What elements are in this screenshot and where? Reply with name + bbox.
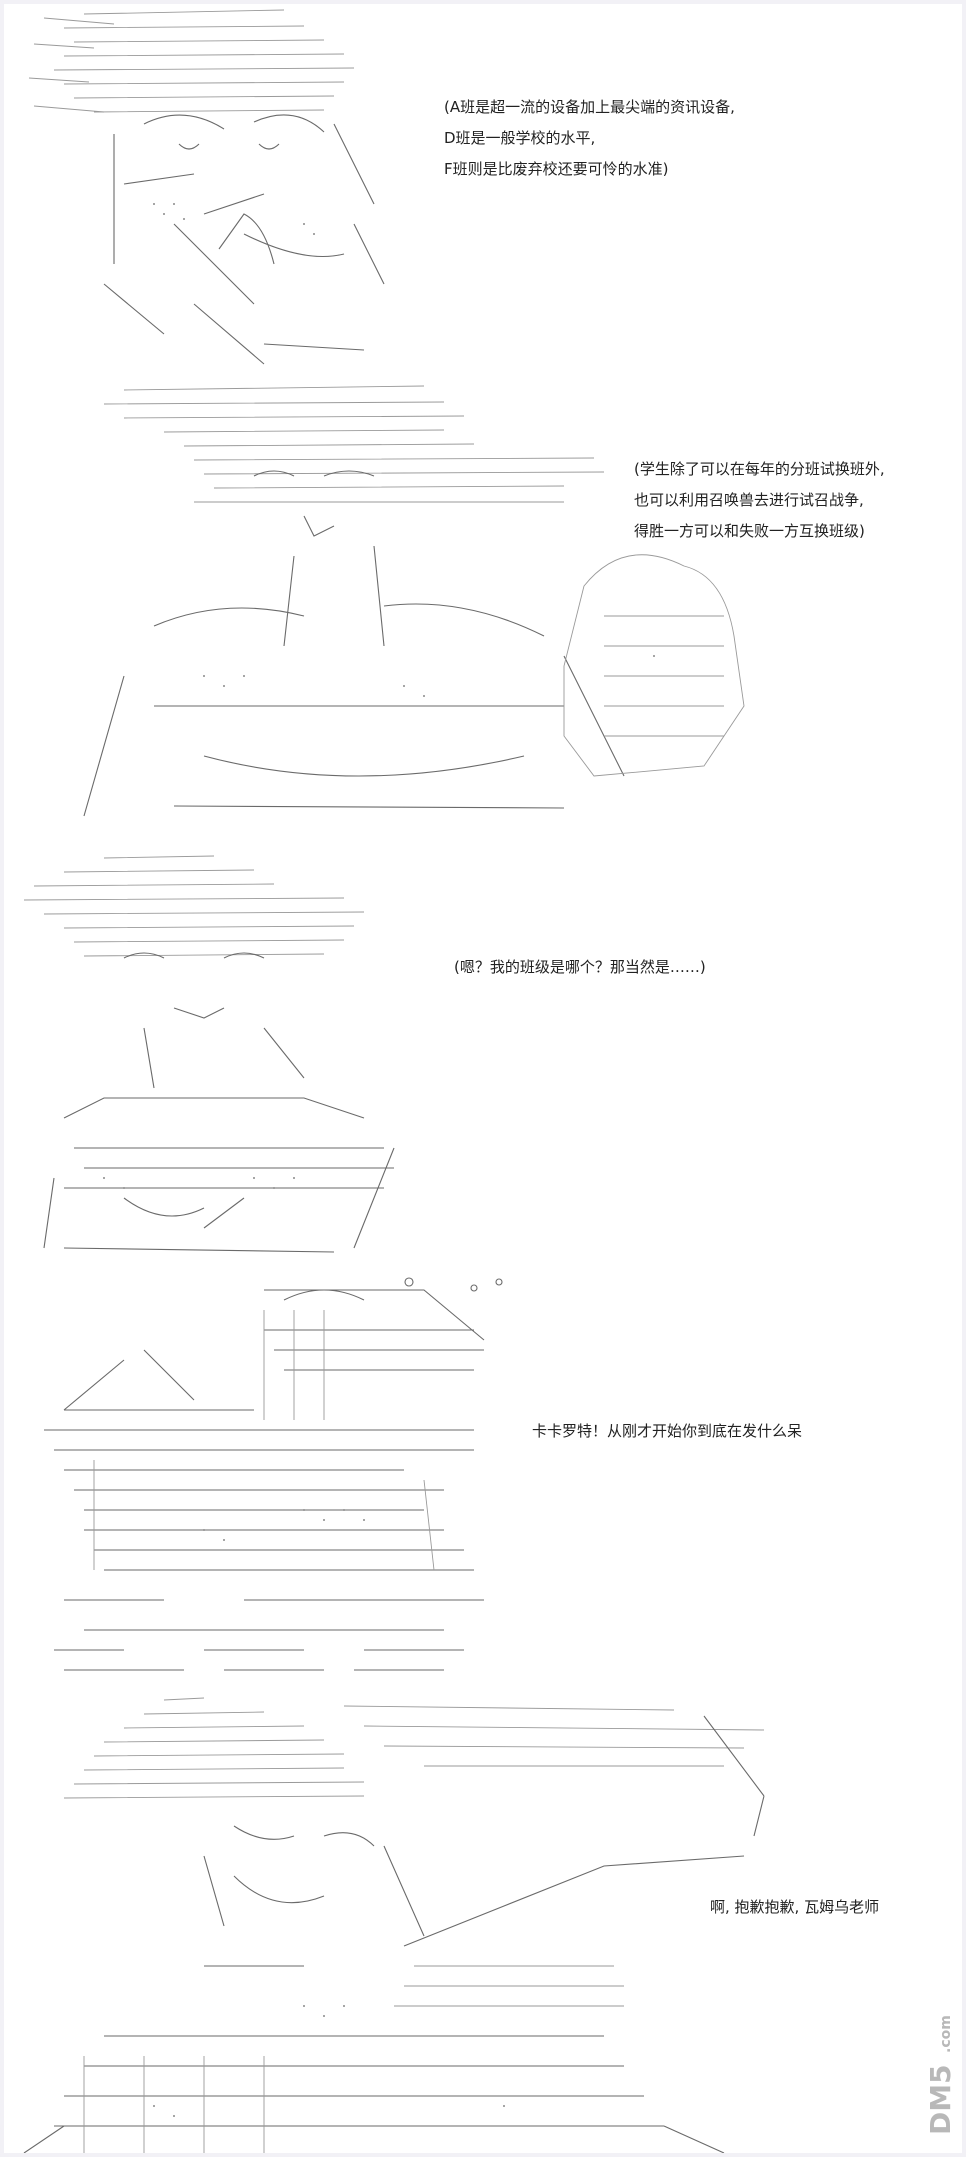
ascii-art-spiky-hair-character-thinking xyxy=(28,9,385,365)
dm5-watermark: DM5 .com xyxy=(922,1955,962,2145)
panel-2-caption: (学生除了可以在每年的分班试换班外, 也可以利用召唤兽去进行试召战争, 得胜一方… xyxy=(634,460,885,540)
page: (A班是超一流的设备加上最尖端的资讯设备, D班是一般学校的水平, F班则是比废… xyxy=(4,4,962,2153)
panel-4: 卡卡罗特！从刚才开始你到底在发什么呆 xyxy=(4,1270,962,1684)
ascii-art-character-with-summoned-creature xyxy=(83,385,745,817)
panel-5-caption: 啊, 抱歉抱歉, 瓦姆乌老师 xyxy=(710,1898,880,1916)
ascii-art-character-arms-crossed xyxy=(23,855,395,1253)
ascii-art-teacher-with-headdress xyxy=(44,1277,503,1671)
watermark-domain: .com xyxy=(938,2015,954,2053)
ascii-art-character-scratching-head xyxy=(23,1697,765,2153)
panel-4-caption: 卡卡罗特！从刚才开始你到底在发什么呆 xyxy=(532,1422,803,1440)
panel-3: (嗯？我的班级是哪个？那当然是……) xyxy=(4,848,962,1268)
panel-5: 啊, 抱歉抱歉, 瓦姆乌老师 xyxy=(4,1686,962,2153)
panel-3-caption: (嗯？我的班级是哪个？那当然是……) xyxy=(454,958,706,976)
dm5-logo-icon: DM5 .com xyxy=(924,2015,957,2135)
panel-2: (学生除了可以在每年的分班试换班外, 也可以利用召唤兽去进行试召战争, 得胜一方… xyxy=(4,376,962,846)
panel-1-caption: (A班是超一流的设备加上最尖端的资讯设备, D班是一般学校的水平, F班则是比废… xyxy=(444,98,735,178)
watermark-brand: DM5 xyxy=(924,2064,957,2135)
panel-1: (A班是超一流的设备加上最尖端的资讯设备, D班是一般学校的水平, F班则是比废… xyxy=(4,4,962,374)
